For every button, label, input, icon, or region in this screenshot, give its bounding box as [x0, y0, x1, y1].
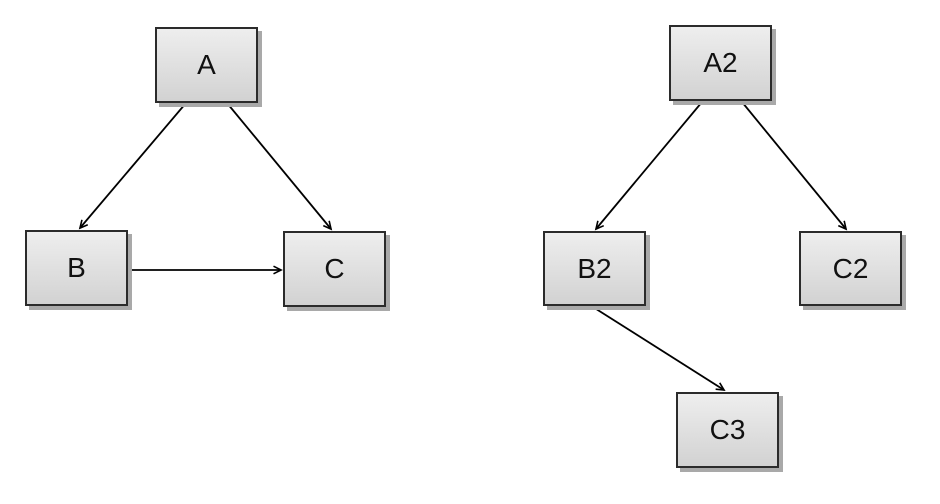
node-label: A — [197, 49, 216, 80]
edge-A-C[interactable] — [226, 102, 333, 231]
node-C3[interactable]: C3 — [676, 392, 779, 468]
node-label: B — [67, 252, 86, 283]
node-label: B2 — [577, 252, 612, 284]
edge-B2-C3[interactable] — [592, 306, 726, 392]
node-label: C3 — [709, 414, 746, 445]
node-A2[interactable]: A2 — [669, 25, 772, 101]
node-label: C — [324, 253, 345, 284]
node-C[interactable]: C — [283, 231, 386, 307]
node-label: A2 — [703, 47, 738, 78]
node-B[interactable]: B — [25, 230, 128, 306]
node-label: C2 — [832, 252, 869, 284]
node-B2[interactable]: B2 — [543, 231, 646, 306]
edge-A2-B2[interactable] — [594, 101, 703, 231]
node-C2[interactable]: C2 — [799, 231, 902, 306]
edge-A2-C2[interactable] — [741, 101, 848, 231]
node-A[interactable]: A — [155, 27, 258, 103]
edge-A-B[interactable] — [78, 102, 187, 230]
edges-group — [78, 101, 848, 392]
